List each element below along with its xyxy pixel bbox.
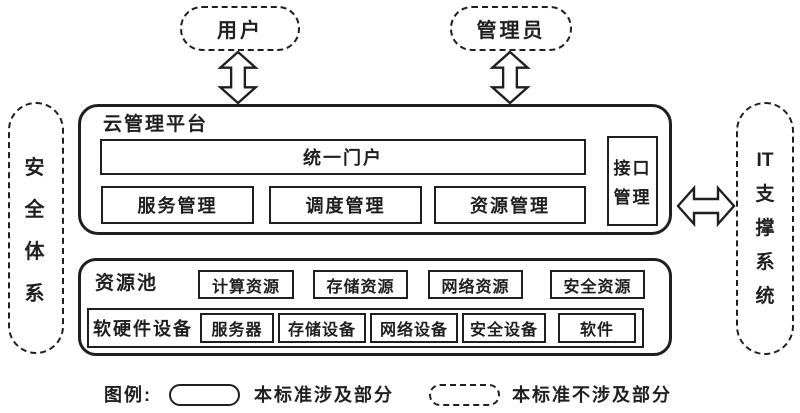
security-resource-box: 安全资源 (550, 270, 645, 299)
user-actor-label: 用户 (217, 20, 263, 42)
legend-title-wrap: 图例: (104, 381, 152, 407)
server-box: 服务器 (200, 313, 274, 343)
user-actor-box: 用户 (180, 6, 300, 51)
storage-device-label: 存储设备 (287, 322, 356, 339)
service-management-label: 服务管理 (137, 196, 218, 216)
it-support-system-panel: IT 支 撑 系 统 (736, 102, 794, 355)
admin-actor-label: 管理员 (476, 20, 546, 42)
network-resource-box: 网络资源 (428, 270, 523, 299)
security-device-box: 安全设备 (462, 313, 546, 343)
security-device-label: 安全设备 (469, 322, 538, 339)
interface-management-line: 接口 (613, 159, 652, 178)
legend-title: 图例: (104, 385, 152, 405)
compute-resource-box: 计算资源 (198, 270, 294, 299)
server-label: 服务器 (211, 322, 263, 339)
unified-portal-box: 统一门户 (100, 139, 586, 175)
security-char: 系 (24, 282, 48, 305)
interface-management-box: 接口 管理 (607, 136, 658, 226)
storage-resource-box: 存储资源 (313, 270, 408, 299)
legend-dashed-sample (429, 384, 500, 406)
interface-management-line: 管理 (613, 188, 652, 207)
storage-device-box: 存储设备 (278, 313, 366, 343)
resource-management-label: 资源管理 (470, 196, 550, 216)
admin-platform-double-arrow-icon (489, 51, 531, 104)
legend-covered-label: 本标准涉及部分 (254, 385, 394, 405)
legend-covered-label-wrap: 本标准涉及部分 (254, 381, 394, 407)
admin-actor-box: 管理员 (450, 6, 572, 51)
resource-pool-title: 资源池 (95, 273, 159, 294)
scheduling-management-label: 调度管理 (305, 196, 386, 216)
security-char: 全 (24, 198, 48, 221)
security-resource-label: 安全资源 (563, 278, 632, 296)
network-device-label: 网络设备 (379, 322, 448, 339)
cloud-platform-title: 云管理平台 (103, 114, 209, 135)
unified-portal-label: 统一门户 (303, 148, 383, 168)
it-support-line: 系 (755, 251, 775, 273)
legend-solid-sample (169, 384, 240, 406)
platform-itsupport-double-arrow-icon (676, 184, 736, 228)
security-system-panel: 安 全 体 系 (8, 102, 64, 354)
service-management-box: 服务管理 (101, 186, 254, 224)
it-support-line: 撑 (755, 217, 775, 239)
storage-resource-label: 存储资源 (326, 278, 395, 296)
it-support-line: 支 (755, 183, 775, 205)
resource-management-box: 资源管理 (434, 186, 586, 224)
network-resource-label: 网络资源 (441, 278, 510, 296)
security-char: 安 (24, 156, 48, 179)
user-platform-double-arrow-icon (217, 51, 259, 104)
legend-not-covered-label: 本标准不涉及部分 (512, 385, 672, 405)
software-box: 软件 (558, 313, 636, 343)
hardware-software-row-label: 软硬件设备 (93, 319, 193, 339)
legend-not-covered-label-wrap: 本标准不涉及部分 (512, 381, 672, 407)
security-char: 体 (24, 240, 48, 263)
hardware-software-row-label-wrap: 软硬件设备 (93, 308, 193, 348)
it-support-line: 统 (755, 285, 775, 307)
software-label: 软件 (579, 322, 614, 339)
scheduling-management-box: 调度管理 (269, 186, 422, 224)
it-support-line: IT (756, 149, 774, 171)
network-device-box: 网络设备 (370, 313, 458, 343)
compute-resource-label: 计算资源 (211, 278, 280, 296)
